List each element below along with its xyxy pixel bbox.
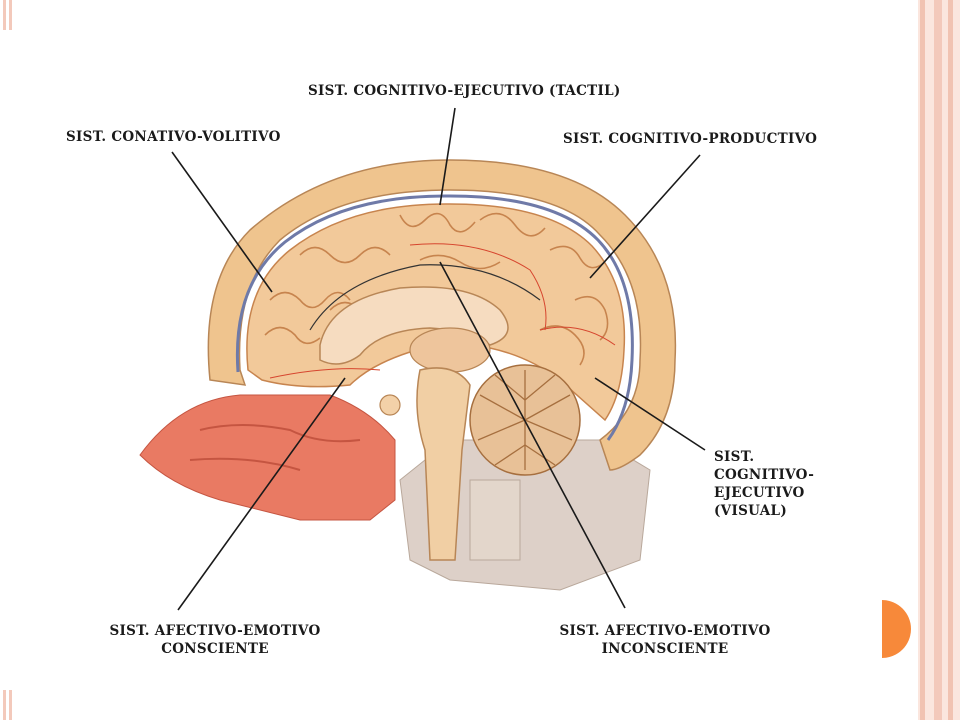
label-consciente-line-1: SIST. AFECTIVO-EMOTIVO (109, 623, 321, 639)
right-frame-line-2 (934, 0, 942, 720)
label-afectivo-emotivo-inconsciente: SIST. AFECTIVO-EMOTIVO INCONSCIENTE (550, 622, 780, 658)
spinal-column (469, 479, 521, 561)
label-cognitivo-ejecutivo-visual: SIST. COGNITIVO- EJECUTIVO (VISUAL) (714, 448, 814, 520)
label-visual-line-2: COGNITIVO- (714, 467, 815, 483)
bottom-left-corner-mark-2 (9, 690, 12, 720)
label-visual-line-3: EJECUTIVO (714, 485, 805, 501)
dura-line (235, 194, 634, 441)
label-visual-line-1: SIST. (714, 449, 755, 465)
corpus-callosum (319, 286, 509, 365)
top-left-corner-mark-2 (9, 0, 12, 30)
right-frame-line-1 (920, 0, 925, 720)
half-circle-icon[interactable] (882, 600, 916, 658)
label-conativo-volitivo: SIST. CONATIVO-VOLITIVO (66, 129, 281, 145)
brainstem (416, 367, 471, 561)
label-inconsciente-line-1: SIST. AFECTIVO-EMOTIVO (559, 623, 771, 639)
nasal-tissue (139, 394, 396, 521)
label-afectivo-emotivo-consciente: SIST. AFECTIVO-EMOTIVO CONSCIENTE (100, 622, 330, 658)
top-left-corner-mark (3, 0, 6, 30)
label-inconsciente-line-2: INCONSCIENTE (601, 641, 729, 657)
vessels (269, 243, 616, 379)
pointer-lines (171, 107, 706, 611)
label-consciente-line-2: CONSCIENTE (161, 641, 269, 657)
cingulate-line (309, 264, 541, 331)
right-frame-line-3 (948, 0, 953, 720)
scalp (207, 159, 677, 471)
cerebellum-folia (477, 370, 573, 470)
pituitary (379, 394, 401, 416)
label-visual-line-4: (VISUAL) (714, 503, 788, 519)
label-cognitivo-productivo: SIST. COGNITIVO-PRODUCTIVO (563, 131, 818, 147)
bottom-left-corner-mark (3, 690, 6, 720)
label-cognitivo-ejecutivo-tactil: SIST. COGNITIVO-EJECUTIVO (TACTIL) (308, 83, 621, 99)
